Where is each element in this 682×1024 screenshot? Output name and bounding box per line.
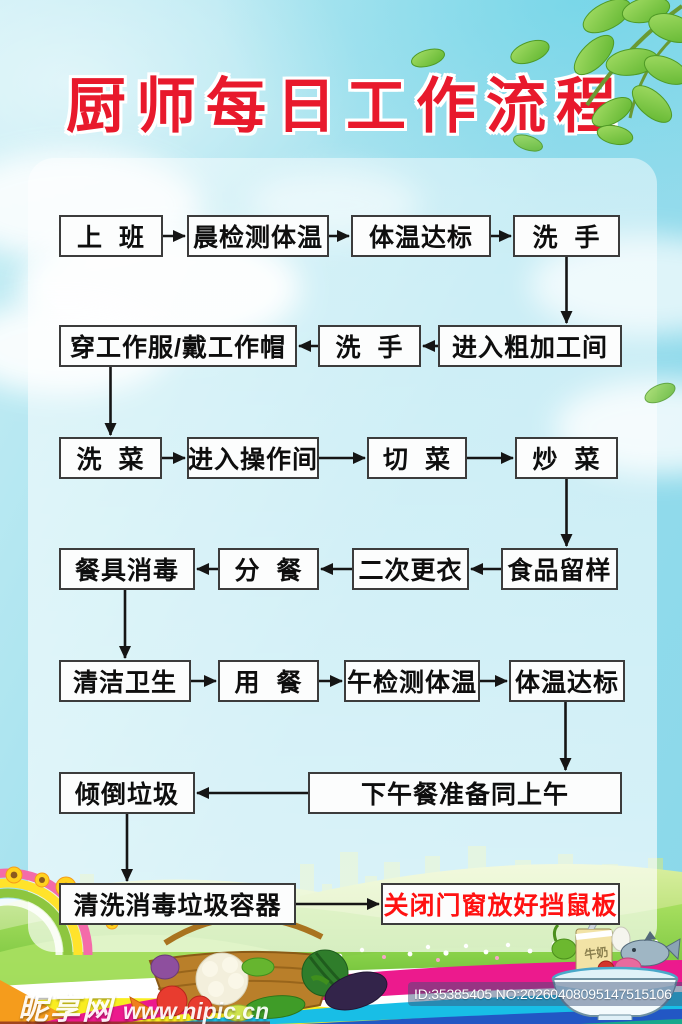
- flow-node-xicai: 洗 菜: [59, 437, 162, 479]
- flow-node-chuanyi: 穿工作服/戴工作帽: [59, 325, 297, 367]
- flow-node-tiwen2: 体温达标: [509, 660, 625, 702]
- flow-node-shangban: 上 班: [59, 215, 163, 257]
- leaves-decoration: [411, 0, 682, 404]
- flow-node-fencan: 分 餐: [218, 548, 319, 590]
- site-name: 昵享网: [18, 993, 114, 1024]
- flow-node-qingdao: 倾倒垃圾: [59, 772, 195, 814]
- site-url: www.nipic.cn: [123, 998, 270, 1024]
- flow-node-qingxi: 清洗消毒垃圾容器: [59, 883, 296, 925]
- flow-node-gengyi: 二次更衣: [352, 548, 469, 590]
- flow-node-cujiagong: 进入粗加工间: [438, 325, 622, 367]
- flow-node-caozuojian: 进入操作间: [187, 437, 319, 479]
- site-watermark: 昵享网 www.nipic.cn: [18, 984, 269, 1024]
- flow-node-xishou1: 洗 手: [513, 215, 620, 257]
- flow-node-guanbi: 关闭门窗放好挡鼠板: [381, 883, 620, 925]
- flow-node-xiawu: 下午餐准备同上午: [308, 772, 622, 814]
- poster-title: 厨师每日工作流程: [66, 73, 626, 140]
- milk-carton-label: 牛奶: [583, 944, 609, 962]
- flow-node-qiecai: 切 菜: [367, 437, 467, 479]
- image-id-text: ID:35385405 NO:20260408095147515106: [414, 986, 672, 1002]
- flow-node-qingjie: 清洁卫生: [59, 660, 191, 702]
- flow-node-yongcan: 用 餐: [218, 660, 319, 702]
- flow-node-canju: 餐具消毒: [59, 548, 195, 590]
- flow-node-xishou2: 洗 手: [318, 325, 421, 367]
- flow-node-tiwen1: 体温达标: [351, 215, 491, 257]
- vegetable-basket-illustration: [129, 914, 388, 1022]
- image-id-badge: ID:35385405 NO:20260408095147515106: [408, 982, 682, 1006]
- flow-node-liuyang: 食品留样: [501, 548, 618, 590]
- flow-node-chaocai: 炒 菜: [515, 437, 618, 479]
- flow-node-chenjian: 晨检测体温: [187, 215, 329, 257]
- flow-node-wujian: 午检测体温: [344, 660, 480, 702]
